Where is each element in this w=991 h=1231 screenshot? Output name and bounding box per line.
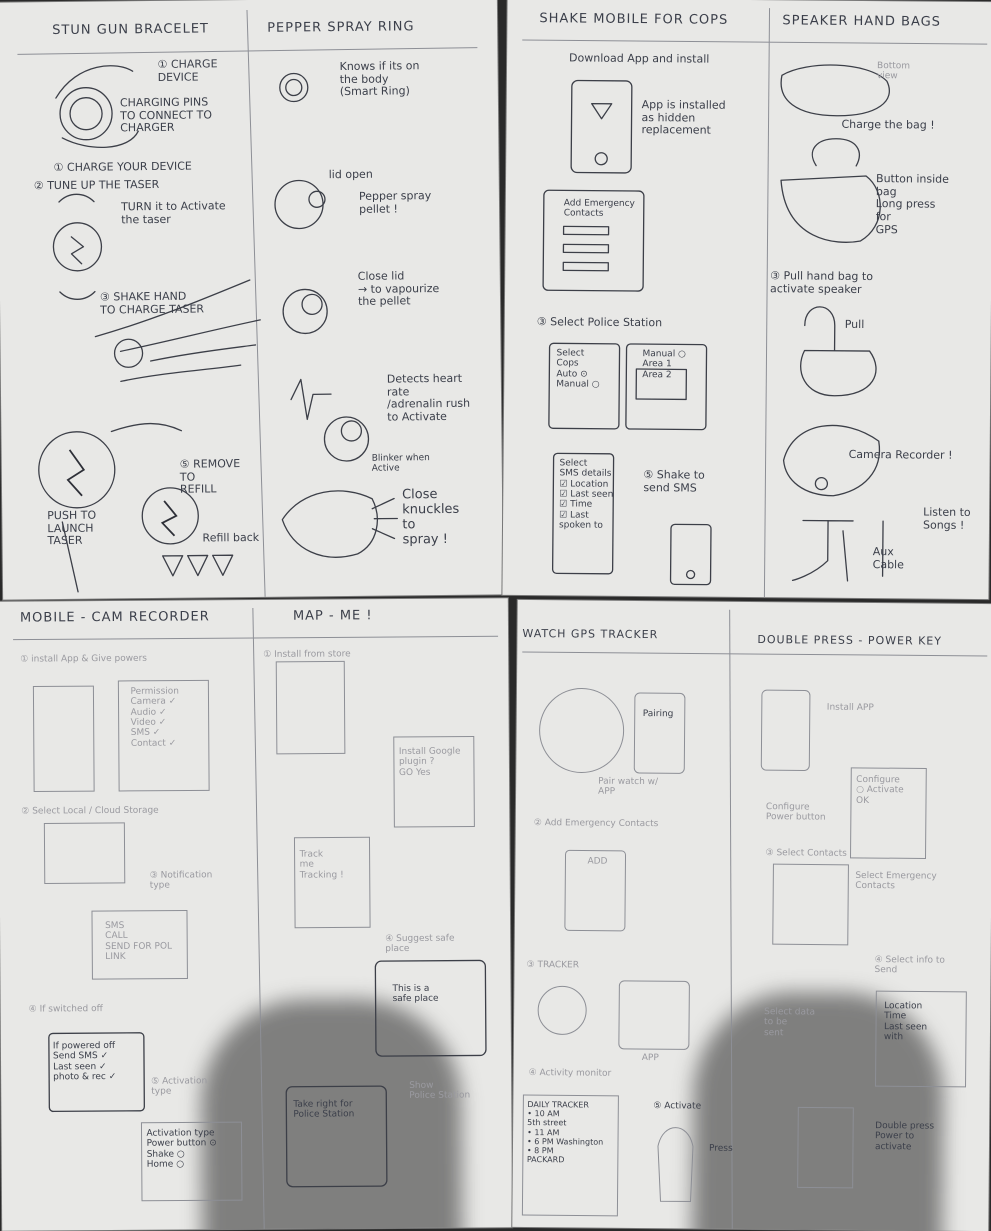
step-label: App is installed as hidden replacement [641, 98, 726, 137]
step-label: Location Time Last seen with [883, 1001, 928, 1043]
step-label: Charge the bag ! [841, 117, 935, 132]
step-label: Download App and install [569, 51, 710, 66]
step-label: ① CHARGE DEVICE [157, 57, 218, 84]
step-label: This is a safe place [392, 983, 439, 1005]
sheet1-col2-title: PEPPER SPRAY RING [267, 19, 415, 36]
sketch-sheet-shake-speaker: SHAKE MOBILE FOR COPS SPEAKER HAND BAGS … [502, 0, 991, 600]
sheet-1-drawings [17, 10, 478, 597]
step-label: ③ SHAKE HAND TO CHARGE TASER [99, 289, 205, 317]
step-label: If powered off Send SMS ✓ Last seen ✓ ph… [52, 1040, 117, 1083]
sketch-sheet-stun-gun-pepper: STUN GUN BRACELET PEPPER SPRAY RING ① CH… [0, 0, 504, 600]
step-label: Activation type Power button ⊙ Shake ○ H… [146, 1128, 217, 1170]
step-label: Press [708, 1143, 733, 1154]
sheet3-col2-title: MAP - ME ! [292, 608, 373, 624]
step-label: TURN it to Activate the taser [120, 199, 226, 226]
step-label: ④ Suggest safe place [385, 933, 455, 955]
step-label: Listen to Songs ! [922, 505, 971, 532]
step-label: Select SMS details ☑ Location ☑ Last see… [558, 458, 614, 531]
step-label: Button inside bag Long press for GPS [875, 172, 950, 236]
step-label: Select Emergency Contacts [855, 870, 937, 892]
step-label: ③ Pull hand bag to activate speaker [770, 269, 874, 296]
sheet-4-drawings [521, 609, 988, 1229]
step-label: Detects heart rate /adrenalin rush to Ac… [386, 371, 471, 424]
step-label: ② TUNE UP THE TASER [33, 177, 160, 193]
step-label: Select Cops Auto ⊙ Manual ○ [556, 348, 600, 390]
step-label: Close knuckles to spray ! [401, 487, 460, 548]
step-label: Pepper spray pellet ! [358, 189, 432, 216]
step-label: ⑤ Shake to send SMS [643, 468, 705, 495]
sheet1-col1-title: STUN GUN BRACELET [52, 21, 210, 39]
sketch-sheet-cam-recorder-map: MOBILE - CAM RECORDER MAP - ME ! ① insta… [0, 598, 513, 1231]
step-label: CHARGING PINS TO CONNECT TO CHARGER [119, 95, 213, 135]
step-label: Refill back [202, 530, 260, 545]
sheet4-col2-title: DOUBLE PRESS - POWER KEY [757, 633, 943, 648]
step-label: Manual ○ Area 1 Area 2 [642, 349, 686, 381]
step-label: Select data to be sent [763, 1007, 816, 1038]
step-label: ③ TRACKER [526, 960, 580, 971]
step-label: Install APP [826, 702, 874, 714]
step-label: Configure ○ Activate OK [855, 774, 904, 806]
step-label: Permission Camera ✓ Audio ✓ Video ✓ SMS … [130, 686, 180, 749]
sheet-2-drawings [522, 8, 988, 598]
step-label: ① CHARGE YOUR DEVICE [53, 159, 192, 175]
step-label: Track me Tracking ! [299, 849, 344, 881]
step-label: Close lid → to vapourize the pellet [357, 269, 440, 309]
step-label: ④ If switched off [28, 1004, 103, 1015]
step-label: Double press Power to activate [874, 1121, 935, 1153]
step-label: Configure Power button [765, 802, 826, 823]
step-label: ① install App & Give powers [20, 653, 148, 665]
step-label: DAILY TRACKER • 10 AM 5th street • 11 AM… [526, 1100, 604, 1165]
step-label: Knows if its on the body (Smart Ring) [339, 59, 420, 99]
step-label: ⑤ Activation type [151, 1076, 208, 1098]
step-label: ADD [587, 856, 608, 867]
step-label: ③ Select Contacts [765, 848, 847, 859]
step-label: ① Install from store [263, 649, 351, 660]
step-label: ③ Select Police Station [536, 315, 663, 330]
step-label: Blinker when Active [371, 453, 430, 475]
step-label: Pull [844, 317, 865, 332]
step-label: ⑤ REMOVE TO REFILL [179, 457, 241, 497]
step-label: Add Emergency Contacts [563, 198, 635, 220]
step-label: Camera Recorder ! [848, 447, 953, 462]
step-label: SMS CALL SEND FOR POL LINK [105, 920, 173, 963]
step-label: APP [641, 1053, 659, 1064]
step-label: lid open [328, 167, 373, 182]
step-label: Pair watch w/ APP [598, 776, 659, 798]
sheet3-col1-title: MOBILE - CAM RECORDER [19, 609, 210, 626]
sheet2-col1-title: SHAKE MOBILE FOR COPS [539, 11, 729, 28]
step-label: ② Select Local / Cloud Storage [21, 805, 159, 817]
step-label: ③ Notification type [149, 870, 213, 892]
step-label: ④ Select info to Send [874, 955, 946, 976]
step-label: ② Add Emergency Contacts [533, 818, 659, 830]
step-label: Pairing [642, 709, 674, 720]
sheet-3-drawings [13, 607, 499, 1229]
sheet2-col2-title: SPEAKER HAND BAGS [782, 13, 942, 30]
step-label: Bottom view [876, 61, 911, 82]
step-label: Aux Cable [872, 545, 904, 572]
step-label: Take right for Police Station [293, 1099, 355, 1121]
step-label: Show Police Station [409, 1080, 471, 1102]
sheet4-col1-title: WATCH GPS TRACKER [522, 626, 659, 642]
step-label: ⑤ Activate [653, 1101, 702, 1112]
step-label: ④ Activity monitor [528, 1068, 612, 1079]
sketch-sheet-watch-power-key: WATCH GPS TRACKER DOUBLE PRESS - POWER K… [512, 599, 991, 1231]
step-label: PUSH TO LAUNCH TASER [47, 508, 97, 548]
step-label: Install Google plugin ? GO Yes [398, 746, 461, 778]
